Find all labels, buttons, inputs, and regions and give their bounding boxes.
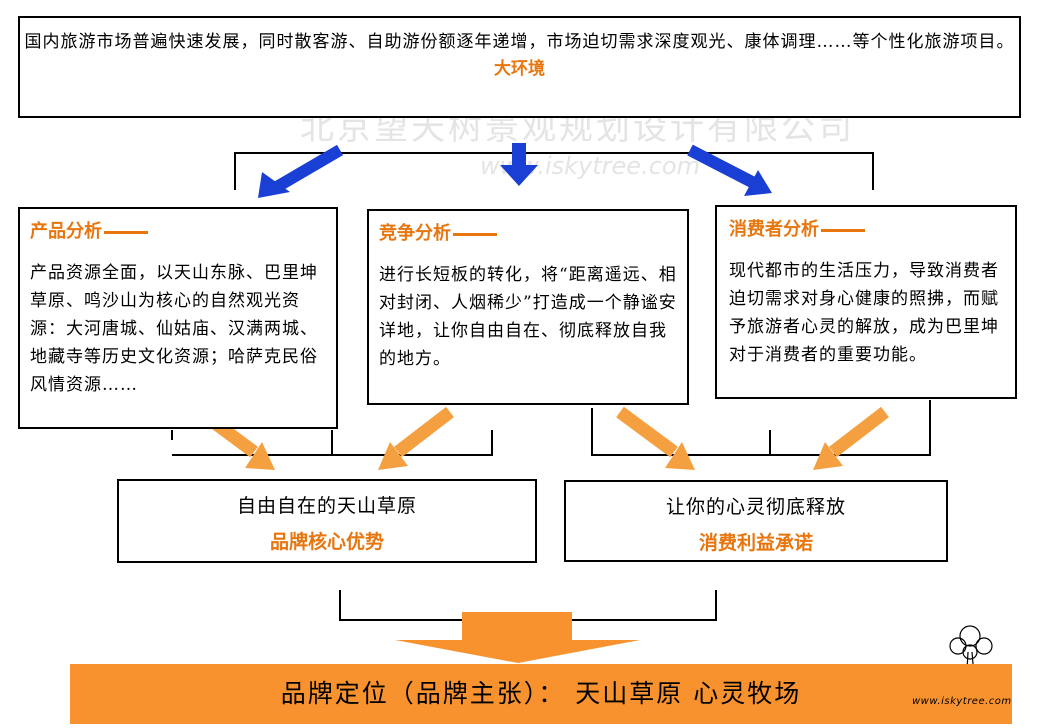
consumer-analysis-box: 消费者分析 现代都市的生活压力，导致消费者迫切需求对身心健康的照拂，而赋予旅游者… <box>715 205 1017 399</box>
consumer-promise-label: 消费利益承诺 <box>698 532 813 554</box>
product-analysis-box: 产品分析 产品资源全面，以天山东脉、巴里坤草原、鸣沙山为核心的自然观光资源：大河… <box>18 207 338 429</box>
consumer-analysis-text: 现代都市的生活压力，导致消费者迫切需求对身心健康的照拂，而赋予旅游者心灵的解放，… <box>729 261 999 365</box>
blue-arrow-right <box>687 144 772 196</box>
brand-core-main: 自由自在的天山草原 <box>236 495 417 517</box>
blue-arrow-center <box>500 143 538 186</box>
competition-analysis-text: 进行长短板的转化，将“距离遥远、相对封闭、人烟稀少”打造成一个静谧安详地，让你自… <box>379 265 677 369</box>
environment-box: 国内旅游市场普遍快速发展，同时散客游、自助游份额逐年递增，市场迫切需求深度观光、… <box>18 16 1021 118</box>
brand-positioning-bar: 品牌定位（品牌主张）： 天山草原 心灵牧场 <box>70 664 1012 724</box>
title-dash <box>453 232 497 236</box>
product-analysis-title: 产品分析 <box>30 217 326 247</box>
consumer-promise-main: 让你的心灵彻底释放 <box>665 496 846 518</box>
competition-analysis-title: 竞争分析 <box>379 219 677 249</box>
product-analysis-title-text: 产品分析 <box>30 221 102 242</box>
env-bracket <box>234 152 874 190</box>
orange-arrow-3 <box>616 406 695 470</box>
orange-arrow-2 <box>378 406 454 470</box>
competition-analysis-title-text: 竞争分析 <box>379 223 451 244</box>
consumer-promise-box: 让你的心灵彻底释放 消费利益承诺 <box>564 480 948 562</box>
consumer-analysis-title: 消费者分析 <box>729 215 1003 245</box>
consumer-analysis-title-text: 消费者分析 <box>729 219 819 240</box>
title-dash <box>104 230 148 234</box>
title-dash <box>821 228 865 232</box>
right-bracket <box>591 400 931 456</box>
big-orange-arrow <box>395 612 640 663</box>
corner-url: www.iskytree.com <box>912 696 1012 707</box>
product-analysis-text: 产品资源全面，以天山东脉、巴里坤草原、鸣沙山为核心的自然观光资源：大河唐城、仙姑… <box>30 263 318 395</box>
orange-arrow-4 <box>813 406 889 470</box>
environment-text: 国内旅游市场普遍快速发展，同时散客游、自助游份额逐年递增，市场迫切需求深度观光、… <box>24 32 1015 52</box>
blue-arrow-left <box>258 144 344 198</box>
brand-core-label: 品牌核心优势 <box>269 531 384 553</box>
brand-core-box: 自由自在的天山草原 品牌核心优势 <box>117 479 537 563</box>
competition-analysis-box: 竞争分析 进行长短板的转化，将“距离遥远、相对封闭、人烟稀少”打造成一个静谧安详… <box>367 209 689 405</box>
environment-label: 大环境 <box>494 59 545 79</box>
left-bracket <box>171 430 493 456</box>
